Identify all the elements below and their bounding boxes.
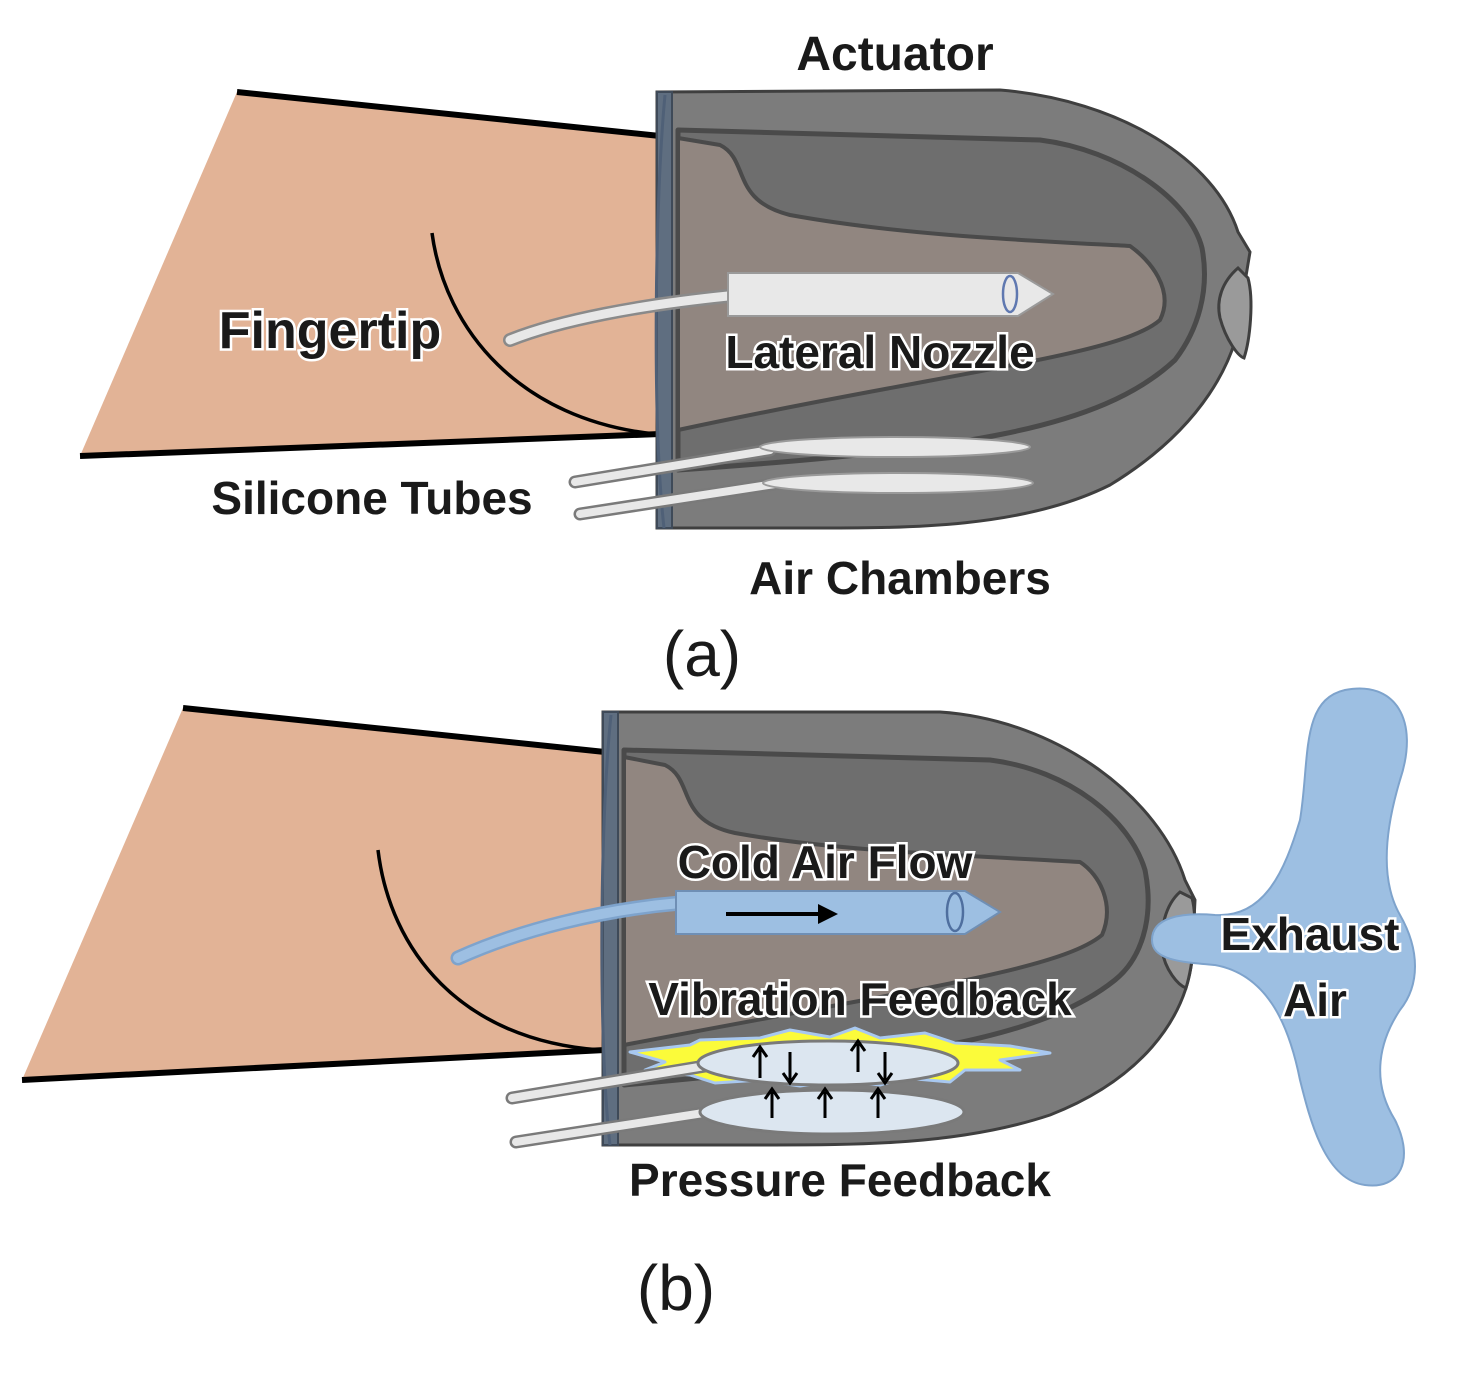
caption-b: (b) bbox=[637, 1252, 715, 1324]
finger-b bbox=[21, 705, 606, 1083]
caption-a: (a) bbox=[663, 618, 741, 690]
arrow-up-icon bbox=[849, 1038, 867, 1072]
actuator-label: Actuator bbox=[796, 28, 993, 81]
air-chambers-label: Air Chambers bbox=[749, 552, 1051, 604]
flow-arrowhead bbox=[818, 904, 838, 924]
vibration-feedback-label: Vibration Feedback bbox=[648, 973, 1072, 1025]
silicone-tubes-b bbox=[505, 1059, 717, 1149]
finger-a bbox=[79, 89, 661, 459]
chamber-arrows bbox=[751, 1038, 894, 1118]
fingertip-label: Fingertip bbox=[219, 302, 441, 360]
silicone-tubes-a bbox=[568, 443, 782, 521]
cold-air-nozzle-b bbox=[450, 890, 1002, 966]
arrow-down-icon bbox=[781, 1052, 799, 1086]
exhaust-air-label-line1: Exhaust bbox=[1221, 908, 1400, 960]
pressure-chamber bbox=[698, 1088, 966, 1136]
arrow-up-icon bbox=[763, 1086, 781, 1118]
pressure-feedback-label: Pressure Feedback bbox=[629, 1154, 1051, 1206]
lateral-nozzle-a bbox=[503, 272, 1055, 347]
vibration-chamber bbox=[696, 1039, 960, 1087]
exhaust-air-label-line2: Air bbox=[1283, 974, 1347, 1026]
arrow-down-icon bbox=[876, 1052, 894, 1086]
arrow-up-icon bbox=[869, 1086, 887, 1118]
exhaust-port-a bbox=[1217, 265, 1253, 360]
arrow-up-icon bbox=[816, 1086, 834, 1118]
fingernail-line-b bbox=[376, 849, 601, 1052]
panel-b: Cold Air Flow Exhaust Air Vibration Feed… bbox=[21, 687, 1416, 1324]
fingernail-line-a bbox=[430, 232, 656, 436]
exhaust-air-plume bbox=[1150, 687, 1416, 1187]
lateral-nozzle-label: Lateral Nozzle bbox=[725, 326, 1034, 378]
silicone-tubes-label: Silicone Tubes bbox=[211, 472, 532, 524]
arrow-up-icon bbox=[751, 1044, 769, 1078]
panel-a: Actuator Fingertip Lateral Nozzle Silico… bbox=[79, 26, 1253, 690]
cold-air-flow-label: Cold Air Flow bbox=[678, 836, 973, 888]
air-chambers-a bbox=[759, 436, 1034, 494]
